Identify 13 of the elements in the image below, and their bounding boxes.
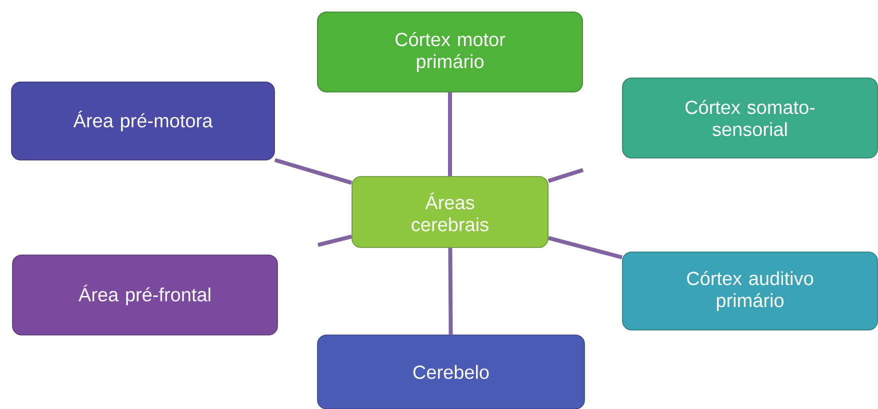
topic-box: Área pré-frontal	[12, 254, 278, 336]
connector-line	[318, 234, 352, 247]
topic-box: Áreas cerebrais	[352, 176, 548, 248]
topic-box: Córtex motor primário	[317, 12, 583, 92]
connector-line	[274, 158, 352, 185]
topic-box: Área pré-motora	[11, 82, 275, 160]
connector-line	[548, 168, 584, 183]
topic-box: Córtex somato-sensorial	[622, 78, 878, 158]
connector-line	[448, 248, 453, 335]
connector-line	[448, 92, 452, 176]
connector-line	[548, 236, 623, 260]
topic-box: Córtex auditivo primário	[622, 252, 878, 330]
topic-box: Cerebelo	[317, 334, 585, 409]
